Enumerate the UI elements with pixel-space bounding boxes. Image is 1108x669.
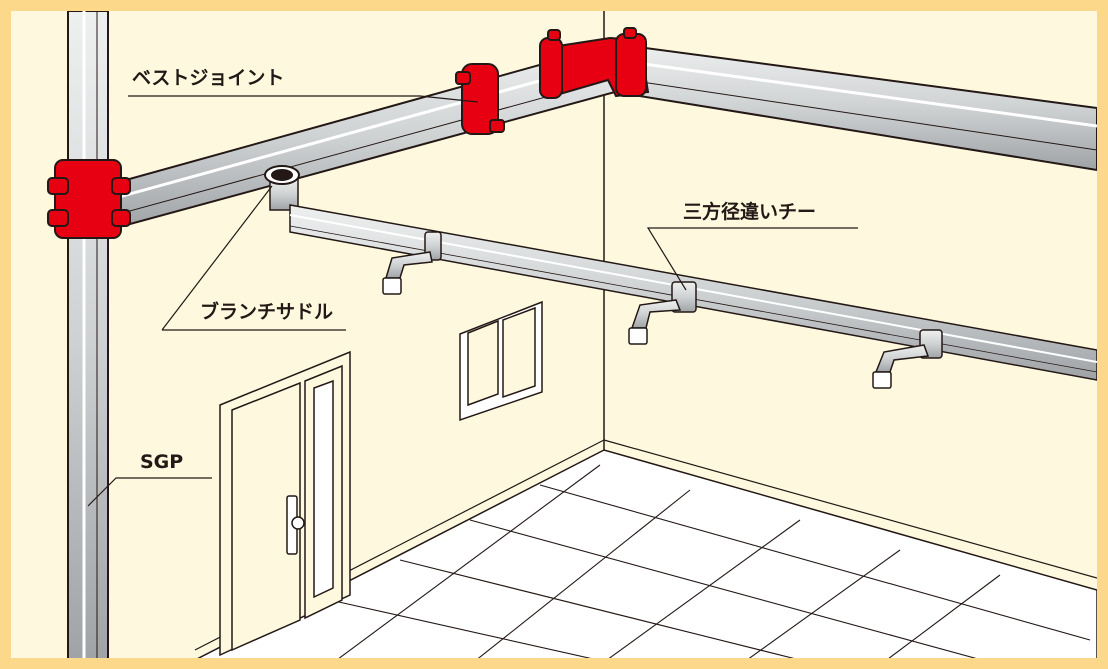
best-joint-elbow — [539, 27, 650, 99]
callout-reducing-tee: 三方径違いチー — [646, 200, 858, 291]
best-joint-coupling — [455, 63, 505, 135]
callout-branch-saddle: ブランチサドル — [161, 185, 346, 331]
vertical-pipe — [67, 11, 109, 658]
main-pipe-right — [614, 42, 1097, 172]
window-pane-right — [502, 306, 536, 399]
label-sgp: SGP — [140, 451, 183, 473]
sprinkler-drop-1 — [382, 231, 442, 295]
main-pipe-right-body — [614, 42, 1097, 172]
callout-best-joint: ベストジョイント — [128, 67, 479, 103]
piping-scene: ベストジョイント 三方径違いチー ブランチサドル SGP — [47, 11, 1097, 658]
label-branch-saddle: ブランチサドル — [200, 300, 333, 323]
label-best-joint: ベストジョイント — [132, 67, 284, 89]
door — [219, 350, 351, 657]
label-reducing-tee: 三方径違いチー — [683, 200, 816, 223]
window-pane-left — [467, 319, 499, 407]
window — [459, 300, 543, 422]
best-joint-corner-tee — [47, 159, 131, 239]
door-knob — [291, 516, 305, 530]
door-panel-left — [231, 381, 301, 652]
door-glass — [313, 379, 334, 599]
vertical-pipe-body — [67, 11, 109, 658]
baseboard-right — [603, 439, 1097, 579]
sprinkler-drop-2 — [628, 281, 697, 345]
floor — [197, 449, 1097, 658]
sprinkler-drop-3 — [872, 329, 943, 389]
floor-tiles — [329, 464, 1091, 658]
branch-saddle — [264, 165, 300, 185]
callout-sgp: SGP — [87, 451, 212, 507]
